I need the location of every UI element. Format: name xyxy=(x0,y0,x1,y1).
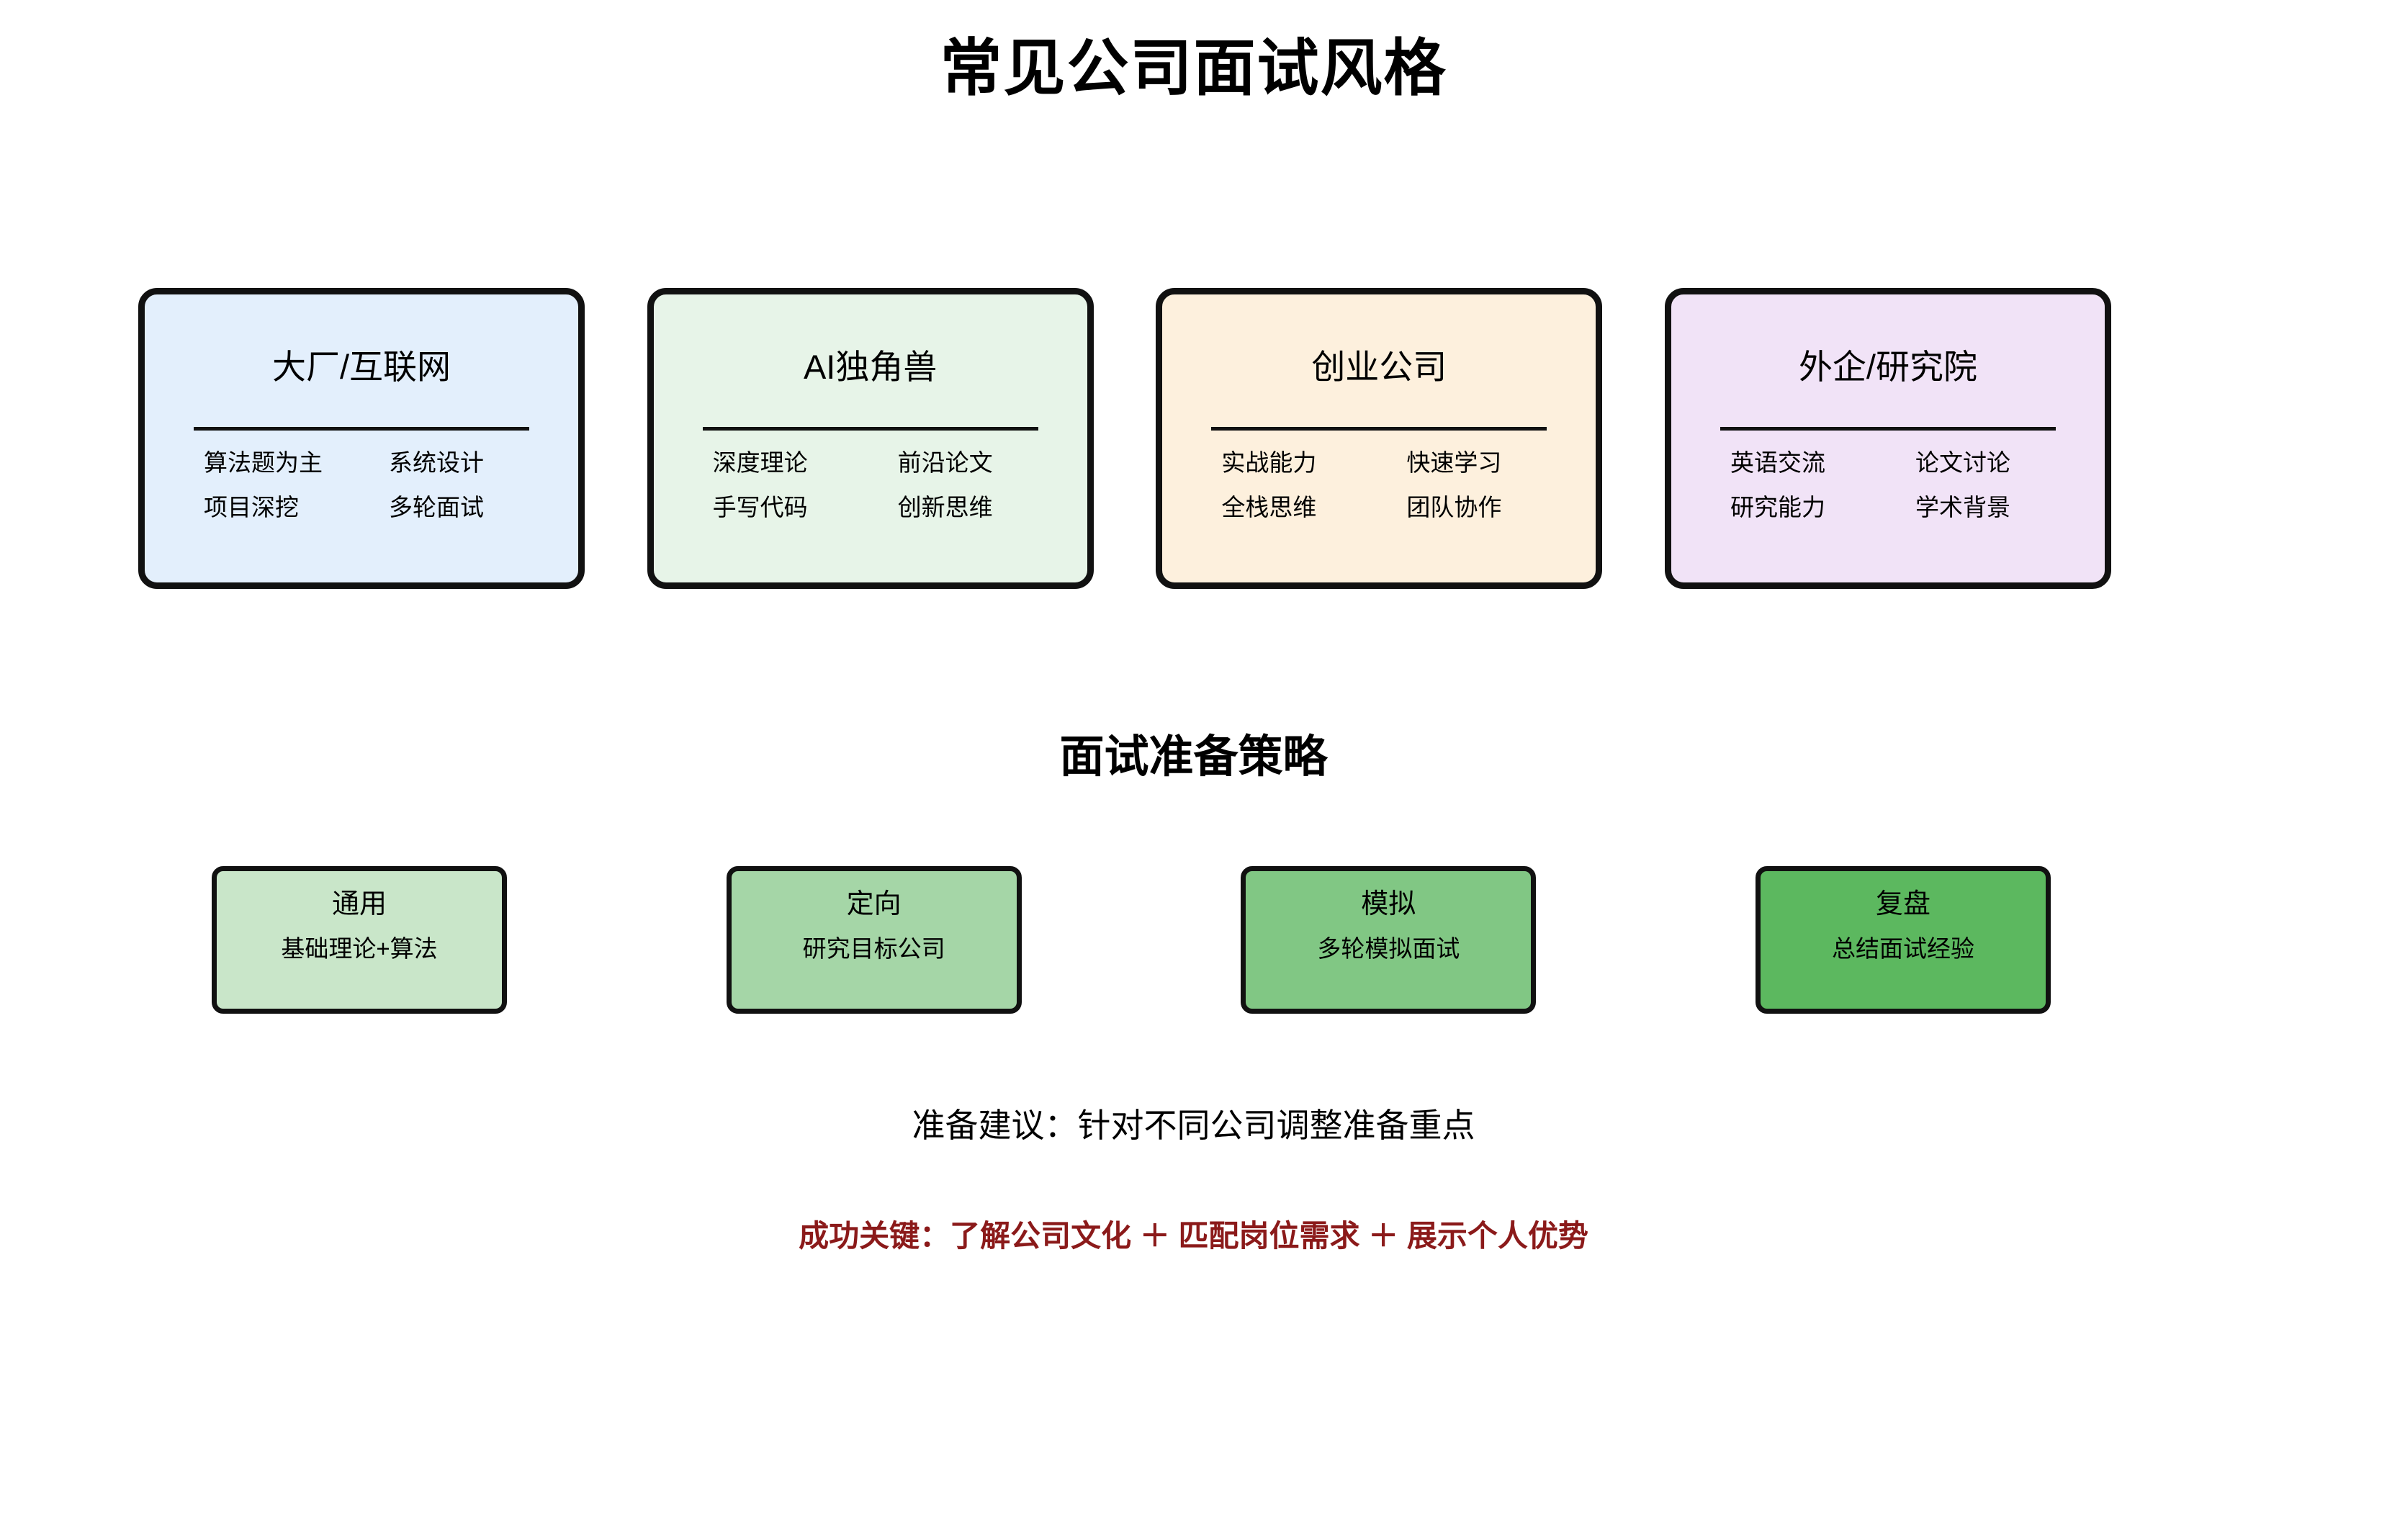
strategy-box-subtitle: 基础理论+算法 xyxy=(281,935,438,962)
style-tag: 算法题为主 xyxy=(204,449,323,476)
strategy-box-review: 复盘 总结面试经验 xyxy=(1755,866,2051,1014)
strategy-box-subtitle: 多轮模拟面试 xyxy=(1317,935,1460,962)
divider-rule xyxy=(702,427,1038,431)
strategy-box-title: 复盘 xyxy=(1875,889,1930,919)
strategy-box-mock: 模拟 多轮模拟面试 xyxy=(1241,866,1537,1014)
strategy-box-title: 模拟 xyxy=(1361,889,1416,919)
style-card-startup: 创业公司 实战能力 快速学习 全栈思维 团队协作 xyxy=(1156,288,1603,589)
style-tag: 系统设计 xyxy=(389,449,484,476)
style-card-tags: 实战能力 快速学习 全栈思维 团队协作 xyxy=(1211,449,1547,521)
style-tag: 团队协作 xyxy=(1406,493,1502,521)
style-card-title: 大厂/互联网 xyxy=(271,348,451,386)
success-key-note: 成功关键：了解公司文化 ＋ 匹配岗位需求 ＋ 展示个人优势 xyxy=(799,1219,1588,1253)
style-card-tags: 深度理论 前沿论文 手写代码 创新思维 xyxy=(703,449,1038,521)
style-card-tags: 算法题为主 系统设计 项目深挖 多轮面试 xyxy=(194,449,529,521)
strategy-box-subtitle: 总结面试经验 xyxy=(1831,935,1974,962)
style-tag: 实战能力 xyxy=(1221,449,1317,476)
divider-rule xyxy=(194,427,529,431)
style-card-title: 外企/研究院 xyxy=(1798,348,1977,386)
style-tag: 项目深挖 xyxy=(204,493,299,521)
style-card-title: 创业公司 xyxy=(1311,348,1447,386)
style-cards-row: 大厂/互联网 算法题为主 系统设计 项目深挖 多轮面试 AI独角兽 深度理论 前… xyxy=(138,288,2111,589)
strategy-boxes-row: 通用 基础理论+算法 定向 研究目标公司 模拟 多轮模拟面试 复盘 总结面试经验 xyxy=(212,866,2051,1014)
strategy-box-title: 定向 xyxy=(846,889,902,919)
style-tag: 论文讨论 xyxy=(1915,449,2010,476)
strategy-box-title: 通用 xyxy=(331,889,387,919)
style-card-tags: 英语交流 论文讨论 研究能力 学术背景 xyxy=(1720,449,2056,521)
divider-rule xyxy=(1720,427,2056,431)
style-tag: 研究能力 xyxy=(1730,493,1825,521)
preparation-advice-note: 准备建议：针对不同公司调整准备重点 xyxy=(912,1107,1475,1144)
style-tag: 英语交流 xyxy=(1730,449,1825,476)
style-card-title: AI独角兽 xyxy=(803,348,938,386)
strategy-section-heading: 面试准备策略 xyxy=(1059,732,1328,782)
style-tag: 全栈思维 xyxy=(1221,493,1317,521)
strategy-box-targeted: 定向 研究目标公司 xyxy=(726,866,1022,1014)
style-card-foreign-research: 外企/研究院 英语交流 论文讨论 研究能力 学术背景 xyxy=(1664,288,2111,589)
page-title: 常见公司面试风格 xyxy=(940,34,1447,103)
style-tag: 学术背景 xyxy=(1915,493,2010,521)
style-tag: 创新思维 xyxy=(897,493,993,521)
style-tag: 快速学习 xyxy=(1406,449,1502,476)
strategy-box-subtitle: 研究目标公司 xyxy=(802,935,945,962)
style-tag: 前沿论文 xyxy=(897,449,993,476)
style-card-dachang: 大厂/互联网 算法题为主 系统设计 项目深挖 多轮面试 xyxy=(138,288,585,589)
strategy-box-general: 通用 基础理论+算法 xyxy=(212,866,507,1014)
style-tag: 手写代码 xyxy=(712,493,808,521)
style-card-ai-unicorn: AI独角兽 深度理论 前沿论文 手写代码 创新思维 xyxy=(647,288,1094,589)
style-tag: 深度理论 xyxy=(712,449,808,476)
divider-rule xyxy=(1211,427,1547,431)
style-tag: 多轮面试 xyxy=(389,493,484,521)
